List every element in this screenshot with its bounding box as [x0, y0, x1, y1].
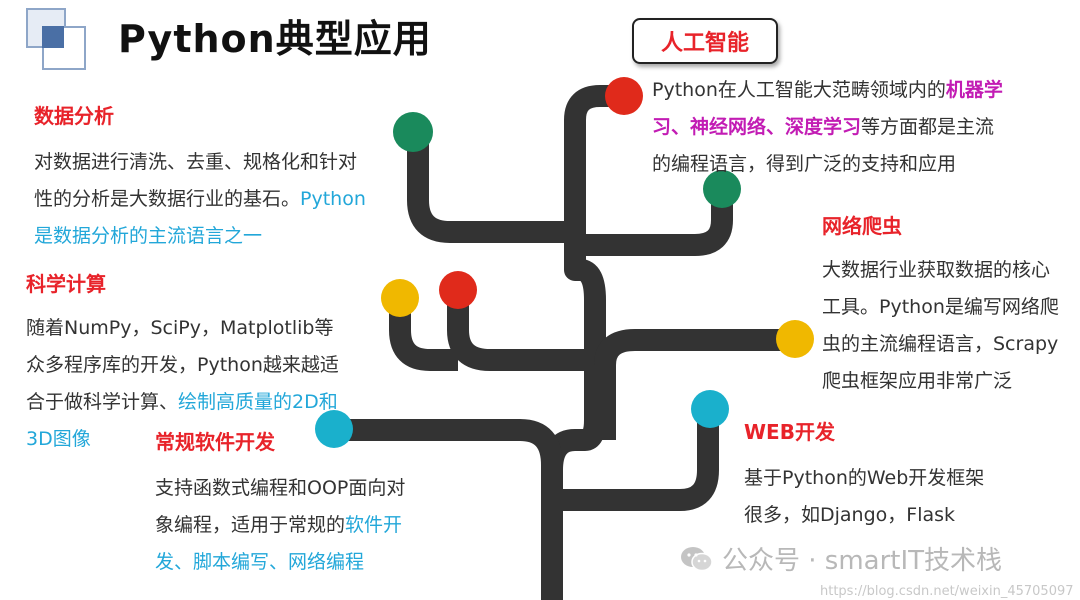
software-text-1: 支持函数式编程和OOP面向对 — [155, 477, 406, 499]
software-heading: 常规软件开发 — [155, 430, 275, 454]
ai-text-3: 的编程语言，得到广泛的支持和应用 — [652, 153, 957, 175]
ai-hl-2: 习、神经网络、深度学习 — [652, 116, 862, 138]
data-analysis-description: 对数据进行清洗、去重、规格化和针对 性的分析是大数据行业的基石。Python 是… — [34, 144, 366, 255]
science-description: 随着NumPy，SciPy，Matplotlib等 众多程序库的开发，Pytho… — [26, 310, 339, 458]
crawler-text-4: 爬虫框架应用非常广泛 — [822, 370, 1013, 392]
wechat-icon — [680, 545, 714, 573]
watermark: 公众号 · smartIT技术栈 — [680, 540, 1002, 577]
crawler-text-3: 虫的主流编程语言，Scrapy — [822, 333, 1059, 355]
software-hl-2: 发、脚本编写、网络编程 — [155, 551, 365, 573]
branch-science — [447, 290, 595, 371]
software-description: 支持函数式编程和OOP面向对 象编程，适用于常规的软件开 发、脚本编写、网络编程 — [155, 470, 405, 581]
source-url: https://blog.csdn.net/weixin_45705097 — [820, 584, 1074, 599]
ai-text-2: 等方面都是主流 — [861, 116, 995, 138]
ai-heading-box: 人工智能 — [632, 18, 778, 64]
ai-description: Python在人工智能大范畴领域内的机器学 习、神经网络、深度学习等方面都是主流… — [652, 72, 1072, 183]
web-text-2: 很多，如Django，Flask — [744, 504, 956, 526]
science-text-1: 随着NumPy，SciPy，Matplotlib等 — [26, 317, 334, 339]
branch-science-yellow — [389, 300, 458, 371]
ball-crawler-yellow — [776, 320, 814, 358]
ai-text-1: Python在人工智能大范畴领域内的 — [652, 79, 946, 101]
software-hl-1: 软件开 — [345, 514, 403, 536]
ball-web-cyan — [691, 390, 729, 428]
software-text-2: 象编程，适用于常规的 — [155, 514, 346, 536]
branch-software — [335, 419, 563, 480]
web-text-1: 基于Python的Web开发框架 — [744, 467, 985, 489]
ball-ai-red — [605, 77, 643, 115]
ball-science-yellow — [381, 279, 419, 317]
ball-ai-green — [703, 170, 741, 208]
logo-icon — [26, 8, 88, 72]
science-heading: 科学计算 — [26, 272, 106, 296]
science-hl-2: 3D图像 — [26, 428, 91, 450]
data-hl-1: Python — [300, 188, 366, 210]
science-text-3: 合于做科学计算、 — [26, 391, 179, 413]
crawler-text-2: 工具。Python是编写网络爬 — [822, 296, 1059, 318]
crawler-description: 大数据行业获取数据的核心 工具。Python是编写网络爬 虫的主流编程语言，Sc… — [822, 252, 1059, 400]
data-text-1: 对数据进行清洗、去重、规格化和针对 — [34, 151, 358, 173]
web-description: 基于Python的Web开发框架 很多，如Django，Flask — [744, 460, 984, 534]
ball-data-green — [393, 112, 433, 152]
data-hl-2: 是数据分析的主流语言之一 — [34, 225, 263, 247]
data-text-2: 性的分析是大数据行业的基石。 — [34, 188, 301, 210]
ai-hl-1: 机器学 — [945, 79, 1003, 101]
ai-heading: 人工智能 — [660, 31, 749, 56]
ball-software-cyan — [315, 410, 353, 448]
science-text-2: 众多程序库的开发，Python越来越适 — [26, 354, 339, 376]
tree-trunk — [541, 85, 622, 600]
branch-web — [552, 412, 719, 511]
crawler-heading: 网络爬虫 — [822, 214, 902, 238]
branch-crawler — [594, 329, 790, 440]
ball-science-red — [439, 271, 477, 309]
web-heading: WEB开发 — [744, 420, 835, 444]
crawler-text-1: 大数据行业获取数据的核心 — [822, 259, 1051, 281]
branch-ai-green — [580, 192, 733, 256]
page-title: Python典型应用 — [118, 17, 432, 61]
data-analysis-heading: 数据分析 — [34, 104, 114, 128]
watermark-text: 公众号 · smartIT技术栈 — [722, 546, 1003, 576]
science-hl-1: 绘制高质量的2D和 — [178, 391, 338, 413]
branch-data-analysis — [407, 135, 575, 243]
